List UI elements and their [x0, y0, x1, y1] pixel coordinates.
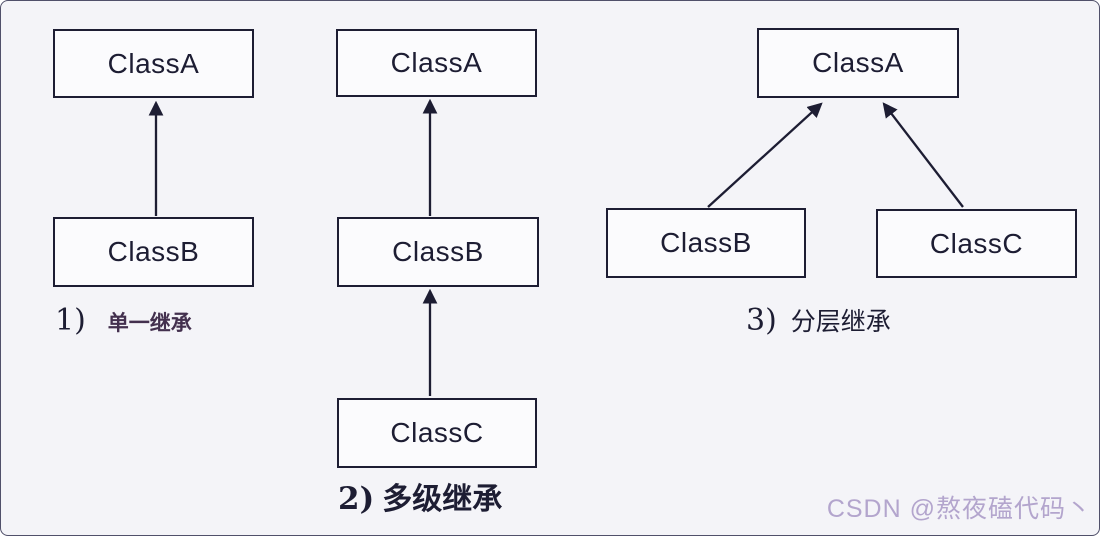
d2-caption-text: 多级继承: [382, 482, 503, 517]
d1-caption: 1) 单一继承: [55, 306, 192, 336]
d1-classB-node: ClassB: [53, 217, 254, 287]
d3-caption-text: 分层继承: [790, 307, 891, 336]
d3-caption: 3) 分层继承: [746, 306, 891, 336]
d3-caption-number: 3): [746, 303, 777, 338]
d3-classB-node: ClassB: [606, 208, 806, 278]
d1-caption-number: 1): [55, 303, 86, 338]
d2-classC-node: ClassC: [337, 398, 537, 468]
d2-classB-node: ClassB: [337, 217, 539, 287]
d2-caption-number: 2): [338, 481, 375, 517]
d3-classA-node: ClassA: [757, 28, 959, 98]
inheritance-arrow-diagram3-ClassB-to-diagram3-ClassA: [707, 102, 823, 208]
csdn-watermark: CSDN @熬夜磕代码丶: [826, 495, 1092, 523]
d1-classA-node: ClassA: [53, 29, 254, 98]
d3-classC-node: ClassC: [876, 209, 1077, 278]
d2-classA-node: ClassA: [336, 29, 537, 97]
d1-caption-text: 单一继承: [107, 311, 192, 335]
d2-caption: 2) 多级继承: [338, 484, 502, 515]
inheritance-arrow-diagram3-ClassC-to-diagram3-ClassA: [882, 102, 964, 208]
